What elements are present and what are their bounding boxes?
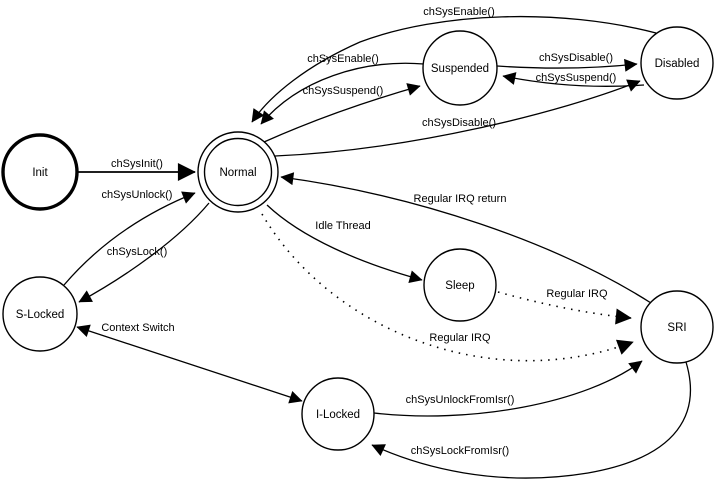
edge-label-chsyslock: chSysLock() <box>107 246 168 258</box>
edge-label-chsysunlockfromisr: chSysUnlockFromIsr() <box>406 394 515 406</box>
transition-edges <box>63 15 691 479</box>
state-ilocked-label: I-Locked <box>316 409 360 421</box>
state-normal-label: Normal <box>219 167 256 179</box>
state-sri: SRI <box>640 290 714 364</box>
state-init: Init <box>1 133 79 211</box>
edge-label-chsysunlock: chSysUnlock() <box>102 189 173 201</box>
state-normal: Normal <box>197 131 279 213</box>
edge-label-idle-thread: Idle Thread <box>315 220 370 232</box>
edge-label-chsysdisable-top: chSysDisable() <box>539 52 613 64</box>
edge-chsyslockfromisr <box>371 361 691 479</box>
state-init-label: Init <box>32 167 48 179</box>
state-sri-label: SRI <box>667 322 686 334</box>
state-suspended-circle <box>422 30 498 106</box>
edge-chsysunlockfromisr <box>373 360 643 417</box>
edge-label-chsysinit: chSysInit() <box>111 158 163 170</box>
state-normal-inner-circle <box>203 137 273 207</box>
edge-chsyslock <box>78 202 210 303</box>
edge-chsysdisable-from-normal <box>274 79 641 157</box>
edge-label-chsysenable-mid: chSysEnable() <box>307 53 379 65</box>
edge-chsyssuspend-from-disabled <box>502 72 645 87</box>
edge-context-switch <box>76 324 303 404</box>
state-nodes: Init Normal Suspended Disabled S-Locked <box>1 26 714 451</box>
edge-label-chsyssuspend-right: chSysSuspend() <box>536 72 617 84</box>
edge-label-regular-irq-return: Regular IRQ return <box>414 193 507 205</box>
edge-chsysenable-from-suspended <box>260 62 425 125</box>
transition-labels: chSysInit() chSysUnlock() chSysLock() ch… <box>101 6 616 457</box>
edge-label-regular-irq-normal: Regular IRQ <box>429 332 491 344</box>
state-sleep-label: Sleep <box>445 280 474 292</box>
edge-label-chsysdisable-low: chSysDisable() <box>422 117 496 129</box>
edge-label-chsyssuspend-mid: chSysSuspend() <box>303 85 384 97</box>
edge-regular-irq-from-sleep <box>497 291 632 325</box>
edge-chsysunlock <box>63 191 196 286</box>
edge-chsyssuspend-to-suspended <box>263 83 421 143</box>
state-init-circle <box>1 133 79 211</box>
state-sleep: Sleep <box>423 248 497 322</box>
edge-label-chsysenable-top: chSysEnable() <box>423 6 495 18</box>
state-disabled-circle <box>640 26 714 100</box>
edge-chsysenable-from-disabled <box>251 15 657 123</box>
state-ilocked-circle <box>301 377 375 451</box>
state-suspended: Suspended <box>422 30 498 106</box>
edge-label-context-switch: Context Switch <box>101 322 174 334</box>
edge-regular-irq-return <box>280 172 652 304</box>
state-disabled: Disabled <box>640 26 714 100</box>
state-sri-circle <box>640 290 714 364</box>
state-disabled-label: Disabled <box>655 58 700 70</box>
state-sleep-circle <box>423 248 497 322</box>
edge-label-chsyslockfromisr: chSysLockFromIsr() <box>411 445 509 457</box>
state-suspended-label: Suspended <box>431 63 489 75</box>
state-slocked-label: S-Locked <box>16 309 65 321</box>
state-slocked-circle <box>2 276 78 352</box>
state-slocked: S-Locked <box>2 276 78 352</box>
state-ilocked: I-Locked <box>301 377 375 451</box>
edge-label-regular-irq-sleep: Regular IRQ <box>546 288 608 300</box>
edge-chsysdisable-from-suspended <box>496 58 638 72</box>
edge-idle-thread <box>266 204 423 284</box>
